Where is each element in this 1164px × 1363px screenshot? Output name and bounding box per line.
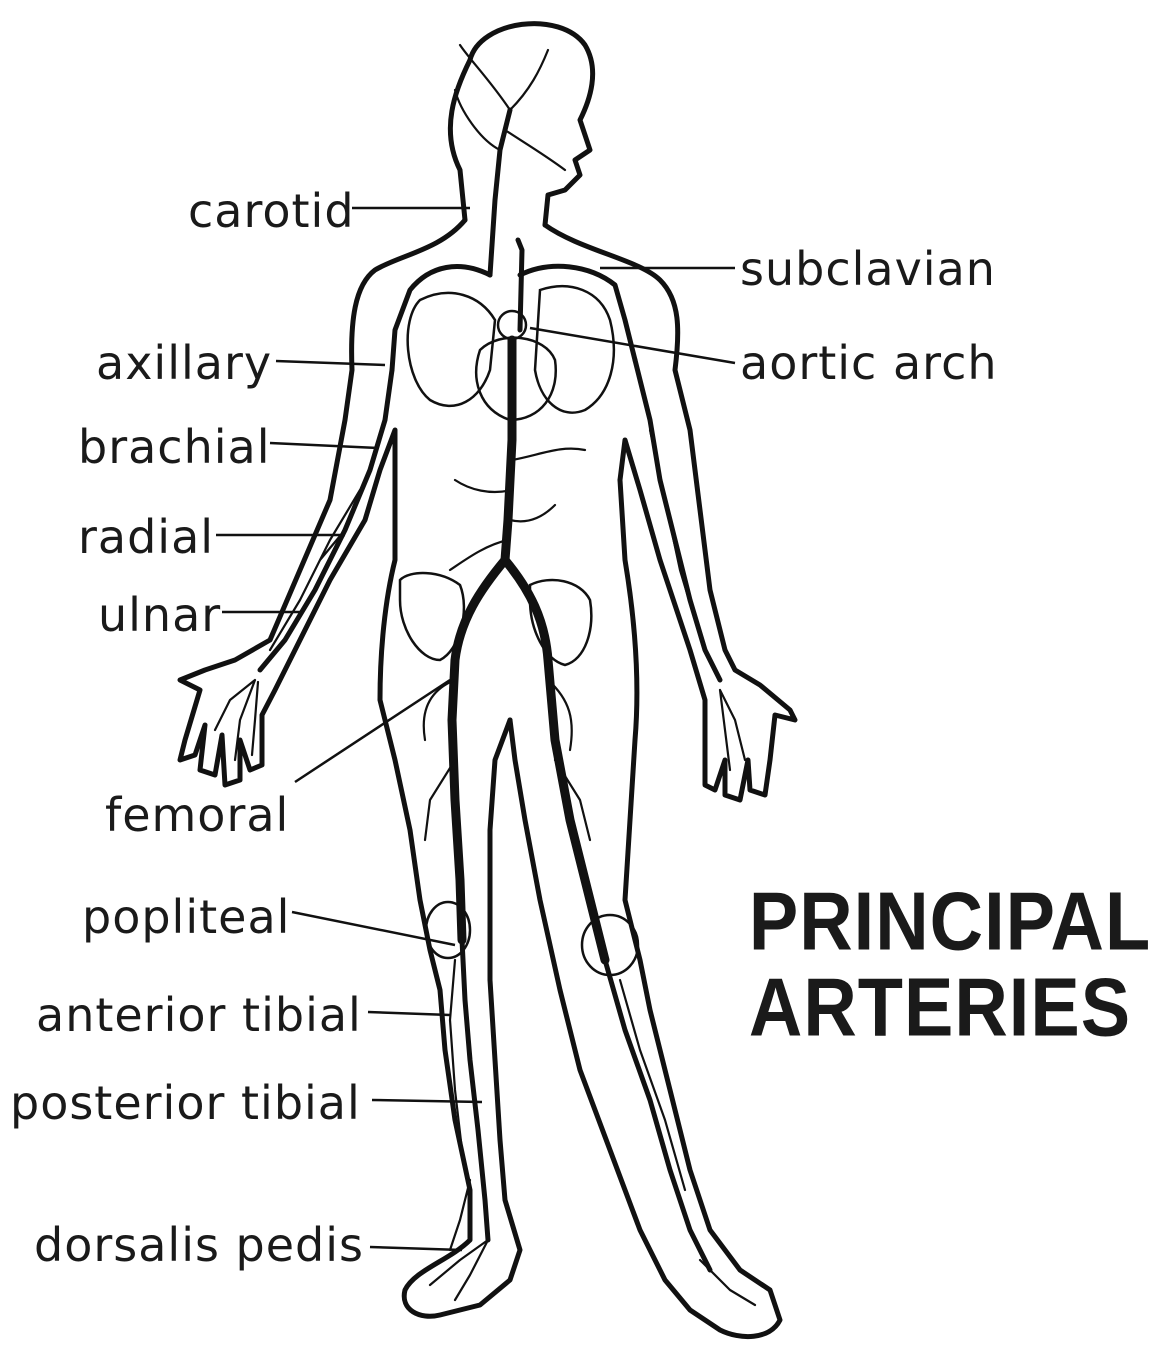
label-dorsalis-pedis: dorsalis pedis (34, 1222, 364, 1268)
label-posterior-tibial: posterior tibial (10, 1080, 361, 1126)
label-aortic-arch: aortic arch (740, 340, 998, 386)
leader-femoral (295, 680, 450, 782)
leader-axillary (276, 361, 385, 365)
leader-dorsalis-pedis (370, 1247, 462, 1250)
leader-popliteal (292, 912, 455, 945)
label-ulnar: ulnar (98, 592, 221, 638)
leader-anterior-tibial (368, 1012, 450, 1015)
label-radial: radial (78, 514, 214, 560)
label-subclavian: subclavian (740, 246, 996, 292)
leader-brachial (270, 443, 378, 448)
leader-posterior-tibial (372, 1100, 482, 1102)
label-carotid: carotid (188, 188, 355, 234)
label-axillary: axillary (96, 340, 272, 386)
label-femoral: femoral (105, 792, 289, 838)
organs (400, 286, 638, 975)
title-line-1: PRINCIPAL (740, 880, 1160, 963)
label-brachial: brachial (78, 424, 271, 470)
label-popliteal: popliteal (82, 894, 290, 940)
label-anterior-tibial: anterior tibial (36, 992, 362, 1038)
title-line-2: ARTERIES (740, 966, 1140, 1049)
